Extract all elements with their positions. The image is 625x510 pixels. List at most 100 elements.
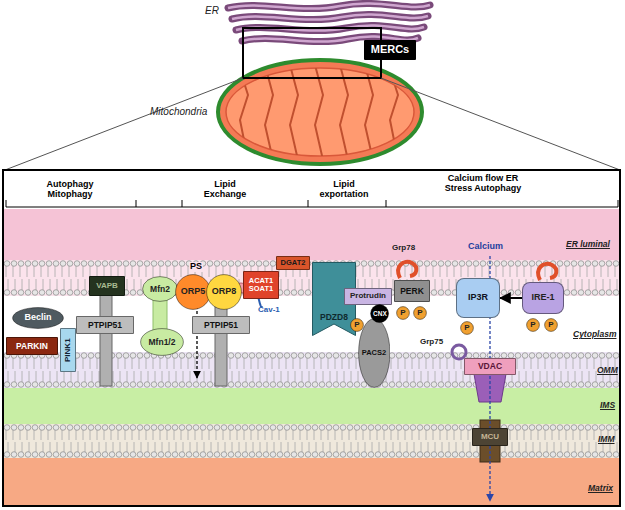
lipid-tail <box>575 371 576 382</box>
lipid-tail <box>538 430 539 440</box>
lipid-tail <box>524 266 525 277</box>
lipid-head <box>186 382 192 388</box>
node-text: P <box>548 321 553 329</box>
lipid-head <box>67 382 73 388</box>
lipid-head <box>613 452 619 458</box>
lipid-tail <box>307 430 308 440</box>
lipid-tail <box>575 279 576 290</box>
lipid-head <box>46 382 52 388</box>
bracket-tick <box>618 200 619 207</box>
lipid-head <box>445 261 451 267</box>
lipid-tail <box>526 371 527 382</box>
lipid-tail <box>328 430 329 440</box>
lipid-tail <box>139 430 140 440</box>
lipid-tail <box>442 442 443 452</box>
lipid-tail <box>281 371 282 382</box>
lipid-head <box>424 425 430 431</box>
lipid-tail <box>517 358 518 369</box>
lipid-head <box>340 452 346 458</box>
lipid-tail <box>141 371 142 382</box>
lipid-head <box>459 261 465 267</box>
lipid-head <box>123 261 129 267</box>
lipid-head <box>18 261 24 267</box>
lipid-head <box>599 425 605 431</box>
lipid-head <box>74 425 80 431</box>
lipid-head <box>277 353 283 359</box>
lipid-tail <box>519 442 520 452</box>
lipid-head <box>592 425 598 431</box>
lipid-tail <box>92 371 93 382</box>
lipid-head <box>536 425 542 431</box>
lipid-tail <box>316 442 317 452</box>
lipid-tail <box>146 430 147 440</box>
lipid-head <box>375 452 381 458</box>
tether-stalk <box>100 294 112 386</box>
lipid-tail <box>148 371 149 382</box>
lipid-tail <box>475 266 476 277</box>
lipid-tail <box>442 371 443 382</box>
lipid-tail <box>279 358 280 369</box>
lipid-tail <box>244 358 245 369</box>
lipid-tail <box>22 442 23 452</box>
lipid-tail <box>36 371 37 382</box>
lipid-tail <box>181 358 182 369</box>
lipid-tail <box>97 430 98 440</box>
lipid-head <box>599 382 605 388</box>
lipid-head <box>298 452 304 458</box>
lipid-tail <box>449 442 450 452</box>
lipid-head <box>123 382 129 388</box>
lipid-tail <box>288 371 289 382</box>
lipid-tail <box>204 371 205 382</box>
lipid-head <box>263 425 269 431</box>
lipid-tail <box>244 430 245 440</box>
lipid-head <box>550 353 556 359</box>
lipid-head <box>606 353 612 359</box>
protein-circle: ORP5 <box>175 274 211 310</box>
lipid-head <box>228 425 234 431</box>
lipid-tail <box>104 430 105 440</box>
phospho-circle: P <box>544 318 558 332</box>
node-text: PACS2 <box>362 349 386 357</box>
er-lumen <box>228 3 430 8</box>
lipid-tail <box>162 371 163 382</box>
lipid-tail <box>559 266 560 277</box>
circle-shape <box>527 319 540 332</box>
lipid-head <box>536 452 542 458</box>
lipid-tail <box>316 371 317 382</box>
lipid-head <box>249 425 255 431</box>
lipid-tail <box>272 358 273 369</box>
lipid-head <box>130 425 136 431</box>
node-text: VDAC <box>478 362 502 371</box>
lipid-head <box>88 382 94 388</box>
lipid-head <box>522 261 528 267</box>
lipid-tail <box>69 430 70 440</box>
lipid-head <box>25 382 31 388</box>
lipid-tail <box>22 371 23 382</box>
lipid-tail <box>363 430 364 440</box>
lipid-tail <box>468 266 469 277</box>
lipid-head <box>522 452 528 458</box>
lipid-head <box>459 425 465 431</box>
lipid-tail <box>323 442 324 452</box>
lipid-head <box>382 382 388 388</box>
lipid-head <box>207 382 213 388</box>
lipid-head <box>396 425 402 431</box>
lipid-head <box>368 425 374 431</box>
lipid-head <box>46 452 52 458</box>
lipid-tail <box>552 358 553 369</box>
lipid-tail <box>76 430 77 440</box>
lipid-head <box>368 261 374 267</box>
lipid-head <box>172 382 178 388</box>
lipid-head <box>578 382 584 388</box>
lipid-head <box>270 452 276 458</box>
lipid-head <box>473 452 479 458</box>
lipid-head <box>389 382 395 388</box>
lipid-tail <box>71 279 72 290</box>
lipid-head <box>578 452 584 458</box>
lipid-tail <box>433 430 434 440</box>
lipid-head <box>466 261 472 267</box>
lipid-head <box>277 452 283 458</box>
lipid-tail <box>176 442 177 452</box>
lipid-tail <box>321 430 322 440</box>
lipid-head <box>382 261 388 267</box>
